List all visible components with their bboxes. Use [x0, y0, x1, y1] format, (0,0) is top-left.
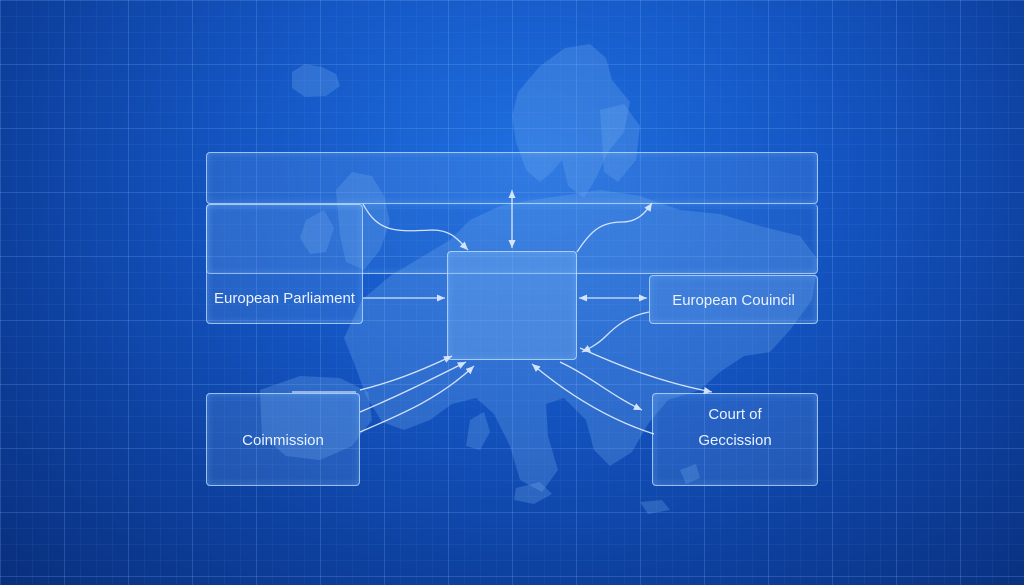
map-iberia: [260, 376, 372, 460]
council-label: European Couincil: [672, 292, 795, 309]
map-aegean-island: [680, 464, 700, 484]
commission-box: Coinmission: [206, 393, 360, 486]
edge-council-center-curve: [581, 311, 650, 353]
edge-center-court-2: [559, 361, 643, 411]
commission-label: Coinmission: [242, 432, 324, 449]
map-finland: [600, 104, 640, 182]
map-mainland: [344, 190, 818, 492]
map-scandinavia: [512, 44, 630, 198]
map-iceland: [292, 64, 340, 97]
edge-center-court-1: [579, 347, 713, 395]
court-label-line1: Court of: [708, 406, 762, 423]
center-box: [447, 251, 577, 360]
parliament-box: European Parliament: [206, 204, 363, 324]
map-corsica-sardinia: [466, 412, 490, 450]
map-great-britain: [336, 172, 390, 270]
edge-commission-center-3: [359, 365, 475, 433]
court-box: Court of Geccission: [652, 393, 818, 486]
edge-commission-center-1: [359, 355, 453, 391]
edge-commission-center-2: [359, 361, 467, 413]
council-box: European Couincil: [649, 275, 818, 324]
court-label-line2: Geccission: [698, 432, 772, 449]
edge-court-center-3: [531, 363, 655, 435]
map-sicily: [514, 482, 552, 504]
parliament-label: European Parliament: [214, 290, 355, 307]
edge-center-topright: [576, 202, 653, 253]
edge-parliament-curve: [362, 203, 469, 251]
map-crete: [640, 500, 670, 514]
map-ireland: [300, 210, 334, 254]
